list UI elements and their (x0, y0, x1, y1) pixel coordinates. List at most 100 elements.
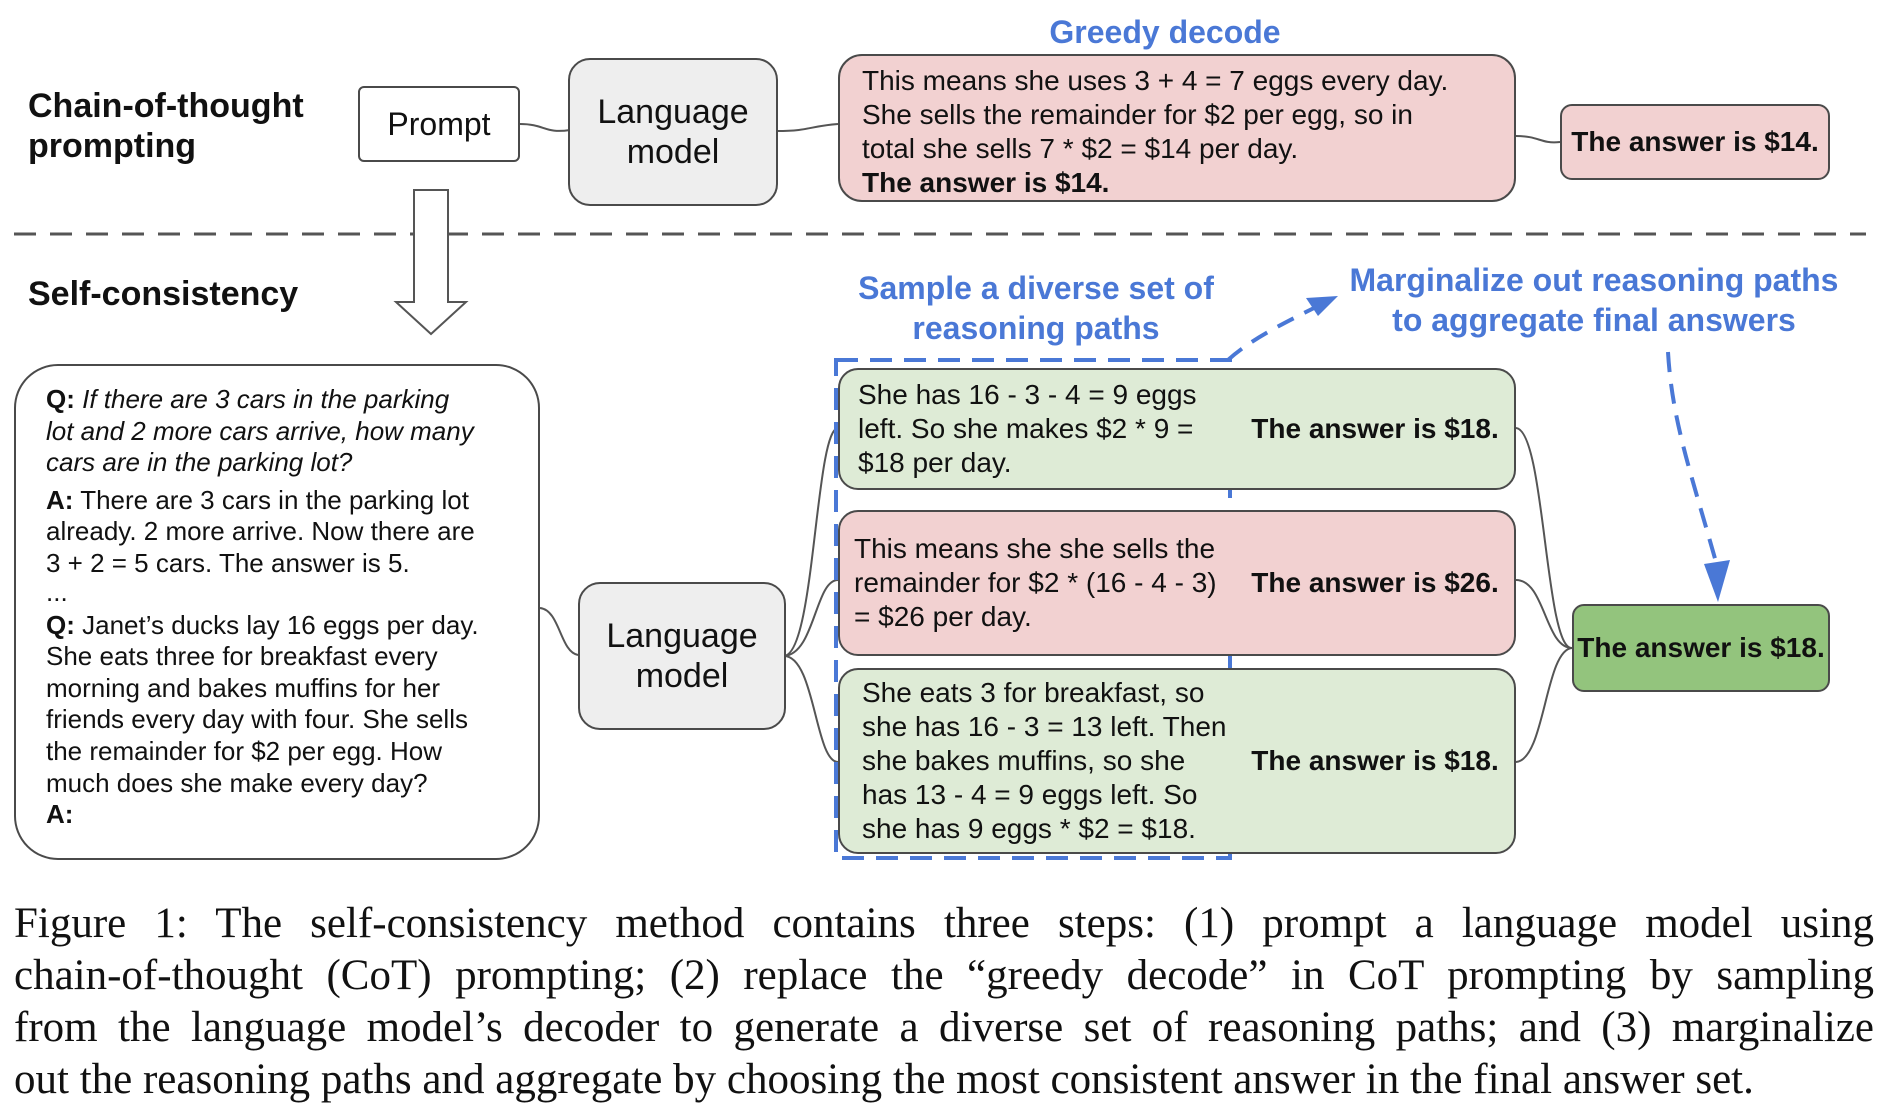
connector-lm-path3 (783, 655, 839, 763)
reasoning-line: has 13 - 4 = 9 eggs left. So (862, 779, 1198, 810)
prompt-line: ... (46, 579, 508, 605)
dashed-curve-arrowhead-icon (1306, 296, 1338, 316)
greedy-decode-box: This means she uses 3 + 4 = 7 eggs every… (838, 54, 1516, 202)
prompt-line: the remainder for $2 per egg. How (46, 736, 508, 768)
reasoning-line: she bakes muffins, so she (862, 745, 1186, 776)
prompt-line: much does she make every day? (46, 768, 508, 800)
language-model-box-bottom: Language model (578, 582, 786, 730)
sample-paths-label: Sample a diverse set of reasoning paths (836, 268, 1236, 348)
reasoning-path-answer: The answer is $26. (1251, 567, 1499, 598)
prompt-line: morning and bakes muffins for her (46, 673, 508, 705)
reasoning-line: $18 per day. (858, 447, 1012, 478)
reasoning-line: = $26 per day. (854, 601, 1032, 632)
connector-greedy-answer (1515, 135, 1561, 144)
prompt-line-text: If there are 3 cars in the parking (74, 384, 450, 414)
prompt-line-text: cars are in the parking lot? (46, 447, 353, 478)
lm-label-line: model (626, 133, 720, 171)
language-model-box-top: Language model (568, 58, 778, 206)
reasoning-line: She has 16 - 3 - 4 = 9 eggs (858, 379, 1197, 410)
prompt-line: Q: If there are 3 cars in the parking (46, 384, 508, 416)
prompt-line-marker: A: (46, 484, 74, 515)
prompt-line-text: lot and 2 more cars arrive, how many (46, 415, 474, 446)
prompt-box: Prompt (358, 86, 520, 162)
lm-label-line: Language (606, 617, 758, 655)
sampled-paths-dashed-box (834, 358, 1232, 860)
prompt-line-text: There are 3 cars in the parking lot (73, 484, 469, 515)
greedy-line: This means she uses 3 + 4 = 7 eggs every… (862, 65, 1449, 96)
final-answer-box: The answer is $18. (1572, 604, 1830, 692)
self-consistency-label: Self-consistency (28, 275, 299, 313)
hollow-down-arrow-icon (393, 189, 469, 336)
caption-line: Figure 1: The self-consistency method co… (14, 900, 1874, 947)
reasoning-line: she has 9 eggs * $2 = $18. (862, 813, 1196, 844)
prompt-line: friends every day with four. She sells (46, 704, 508, 736)
connector-lm-path2 (783, 579, 839, 657)
prompt-line-marker: Q: (46, 384, 75, 414)
prompt-line-text: already. 2 more arrive. Now there are (46, 516, 475, 547)
figure-caption: Figure 1: The self-consistency method co… (14, 898, 1874, 1106)
prompt-line: Q: Janet’s ducks lay 16 eggs per day. (46, 610, 508, 642)
prompt-line: A: There are 3 cars in the parking lot (46, 485, 508, 517)
greedy-answer-box: The answer is $14. (1560, 104, 1830, 180)
connector-path3-final (1515, 647, 1573, 763)
lm-label-line: Language (597, 93, 749, 131)
cot-section-label: Chain-of-thought prompting (28, 86, 304, 166)
marginalize-label: Marginalize out reasoning paths to aggre… (1334, 260, 1854, 340)
reasoning-line: remainder for $2 * (16 - 4 - 3) (854, 567, 1217, 598)
connector-prompt-lm-bottom (539, 607, 579, 656)
prompt-line: already. 2 more arrive. Now there are (46, 516, 508, 548)
reasoning-path-answer: The answer is $18. (1251, 745, 1499, 776)
connector-lm-path1 (783, 427, 839, 657)
reasoning-line: She eats 3 for breakfast, so (862, 677, 1205, 708)
greedy-answer-label: The answer is $14. (1571, 126, 1819, 157)
dashed-curve-arrow (1226, 304, 1319, 362)
prompt-line: She eats three for breakfast every (46, 641, 508, 673)
connector-lm-greedy (776, 123, 839, 132)
prompt-line-marker: A: (46, 799, 74, 830)
prompt-line-text: She eats three for breakfast every (46, 641, 438, 672)
greedy-answer-line: The answer is $14. (862, 167, 1110, 198)
sample-label-line: Sample a diverse set of (858, 270, 1214, 306)
dashed-down-arrow (1666, 351, 1718, 563)
prompt-line-text: Janet’s ducks lay 16 eggs per day. (74, 609, 479, 640)
prompt-line-text: morning and bakes muffins for her (46, 672, 441, 703)
prompt-line: lot and 2 more cars arrive, how many (46, 416, 508, 448)
cot-label-line: prompting (28, 127, 197, 165)
marginalize-label-line: Marginalize out reasoning paths (1349, 262, 1839, 298)
prompt-line: A: (46, 799, 508, 831)
caption-line: out the reasoning paths and aggregate by… (14, 1056, 1754, 1103)
prompt-line-text: much does she make every day? (46, 767, 428, 798)
connector-path2-final (1515, 579, 1573, 649)
caption-line: chain-of-thought (CoT) prompting; (2) re… (14, 952, 1874, 999)
dashed-down-arrowhead-icon (1704, 560, 1730, 602)
reasoning-line: she has 16 - 3 = 13 left. Then (862, 711, 1227, 742)
connector-prompt-lm (519, 123, 571, 132)
greedy-decode-title: Greedy decode (1049, 13, 1281, 50)
sample-label-line: reasoning paths (912, 310, 1160, 346)
prompt-line-text: the remainder for $2 per egg. How (46, 735, 442, 766)
prompt-line-text: friends every day with four. She sells (46, 704, 468, 735)
reasoning-path-answer: The answer is $18. (1251, 413, 1499, 444)
prompt-box-label: Prompt (387, 105, 491, 142)
prompt-line: cars are in the parking lot? (46, 447, 508, 479)
connector-path1-final (1515, 427, 1573, 650)
prompt-line: 3 + 2 = 5 cars. The answer is 5. (46, 548, 508, 580)
caption-line: from the language model’s decoder to gen… (14, 1004, 1874, 1051)
lm-label-line: model (635, 657, 729, 695)
reasoning-line: This means she she sells the (854, 533, 1216, 564)
greedy-line: total she sells 7 * $2 = $14 per day. (862, 133, 1299, 164)
greedy-line: She sells the remainder for $2 per egg, … (862, 99, 1413, 130)
prompt-line-text: 3 + 2 = 5 cars. The answer is 5. (46, 547, 410, 578)
cot-label-line: Chain-of-thought (28, 87, 304, 125)
reasoning-line: left. So she makes $2 * 9 = (858, 413, 1194, 444)
prompt-line-marker: Q: (46, 609, 75, 640)
marginalize-label-line: to aggregate final answers (1392, 302, 1796, 338)
